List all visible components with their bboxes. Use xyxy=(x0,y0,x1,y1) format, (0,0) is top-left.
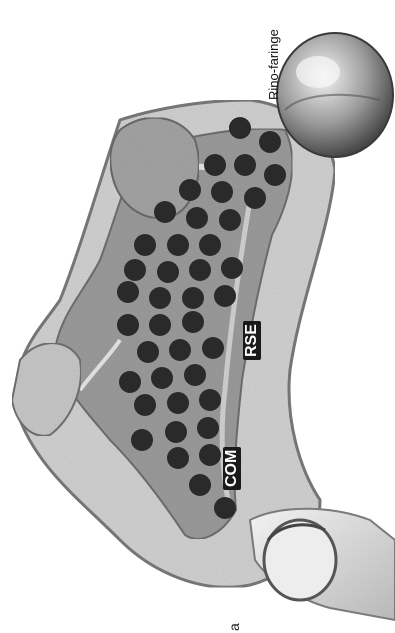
injection-dot xyxy=(244,187,266,209)
injection-dot xyxy=(151,367,173,389)
injection-dot xyxy=(149,287,171,309)
injection-dot xyxy=(167,392,189,414)
label-rse: RSE xyxy=(243,321,261,360)
injection-dot xyxy=(221,257,243,279)
injection-dot xyxy=(117,281,139,303)
injection-dot xyxy=(202,337,224,359)
injection-dot xyxy=(199,389,221,411)
injection-dot xyxy=(167,234,189,256)
injection-dot xyxy=(117,314,139,336)
injection-dot xyxy=(154,201,176,223)
injection-dot xyxy=(134,394,156,416)
injection-dot xyxy=(165,421,187,443)
injection-dot xyxy=(167,447,189,469)
injection-dot xyxy=(184,364,206,386)
injection-dot xyxy=(137,341,159,363)
injection-dot xyxy=(189,474,211,496)
injection-dot xyxy=(199,234,221,256)
injection-dot xyxy=(197,417,219,439)
label-rino-faringe: Rino-faringe xyxy=(267,29,280,100)
injection-dot xyxy=(124,259,146,281)
injection-dot xyxy=(131,429,153,451)
injection-dot xyxy=(214,285,236,307)
injection-dot xyxy=(186,207,208,229)
injection-dot xyxy=(234,154,256,176)
injection-dot xyxy=(134,234,156,256)
injection-dot xyxy=(169,339,191,361)
panel-letter: a xyxy=(227,623,241,631)
injection-dot xyxy=(259,131,281,153)
injection-dot xyxy=(264,164,286,186)
injection-dot xyxy=(199,444,221,466)
label-com: COM xyxy=(223,447,241,490)
instrument-tube xyxy=(250,509,395,620)
injection-dot xyxy=(182,311,204,333)
injection-dot xyxy=(229,117,251,139)
injection-dot xyxy=(182,287,204,309)
rhinopharynx-sphere xyxy=(277,33,393,157)
injection-dot xyxy=(204,154,226,176)
injection-dot xyxy=(149,314,171,336)
injection-dot xyxy=(214,497,236,519)
injection-dot xyxy=(219,209,241,231)
injection-dot xyxy=(119,371,141,393)
injection-dot xyxy=(189,259,211,281)
injection-dot xyxy=(179,179,201,201)
injection-dot xyxy=(211,181,233,203)
injection-dot xyxy=(157,261,179,283)
